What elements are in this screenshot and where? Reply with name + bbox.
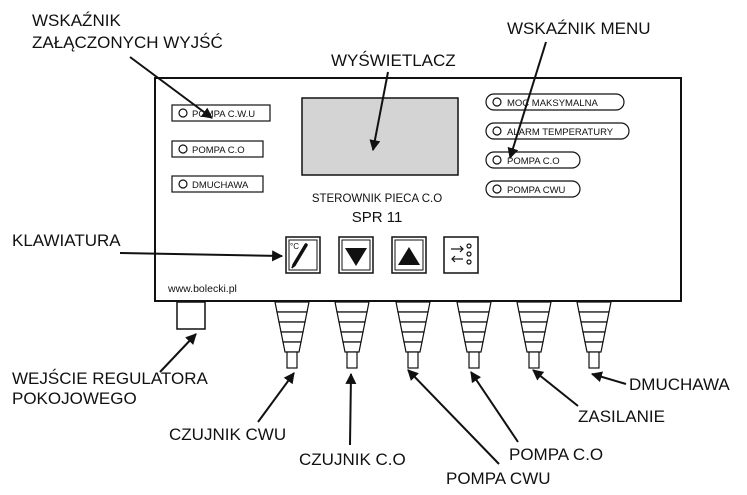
website-label: www.bolecki.pl <box>167 283 237 295</box>
arrow-outputs <box>129 56 213 119</box>
cable-gland-pump-cwu <box>395 301 431 369</box>
led-icon <box>492 155 502 165</box>
key-menu[interactable] <box>443 236 479 274</box>
led-icon <box>492 184 502 194</box>
key-down[interactable] <box>338 236 374 274</box>
cable-gland-power <box>516 301 552 369</box>
callout-menu: WSKAŹNIK MENU <box>507 19 651 38</box>
menu-indicator-label: POMPA C.O <box>507 156 560 167</box>
output-indicator-label: POMPA C.W.U <box>192 109 255 120</box>
arrow-power <box>532 369 579 407</box>
room-regulator-socket <box>176 301 206 330</box>
callout-sensor-co: CZUJNIK C.O <box>299 450 406 469</box>
callout-sensor-cwu: CZUJNIK CWU <box>169 425 286 444</box>
arrow-display <box>369 71 389 152</box>
arrow-keyboard <box>119 250 284 262</box>
output-indicator-3: DMUCHAWA <box>171 175 264 193</box>
cable-gland-blower <box>576 301 612 369</box>
menu-indicator-1: MOC MAKSYMALNA <box>485 93 625 111</box>
menu-indicator-2: ALARM TEMPERATURY <box>485 122 630 140</box>
menu-indicator-label: POMPA CWU <box>507 185 566 196</box>
arrow-blower <box>590 371 627 385</box>
menu-indicator-4: POMPA CWU <box>485 180 581 198</box>
callout-blower: DMUCHAWA <box>629 375 730 394</box>
led-icon <box>178 144 188 154</box>
arrow-pump-cwu <box>407 369 500 465</box>
arrow-down-icon <box>345 248 367 266</box>
menu-indicator-3: POMPA C.O <box>485 151 581 169</box>
device-name: STEROWNIK PIECA C.O <box>312 193 442 205</box>
led-icon <box>492 126 502 136</box>
key-up[interactable] <box>391 236 427 274</box>
led-icon <box>178 179 188 189</box>
led-icon <box>492 97 502 107</box>
output-indicator-2: POMPA C.O <box>171 140 264 158</box>
arrow-regulator <box>159 333 197 373</box>
callout-regulator-line1: WEJŚCIE REGULATORA <box>12 369 209 388</box>
arrow-pump-co <box>470 371 519 443</box>
arrow-menu <box>507 41 547 160</box>
callout-outputs-line2: ZAŁĄCZONYCH WYJŚĆ <box>32 33 223 52</box>
menu-indicator-label: MOC MAKSYMALNA <box>507 98 598 109</box>
key-temperature-edit[interactable]: °C <box>285 236 321 274</box>
temperature-edit-icon: °C <box>290 242 308 269</box>
arrow-up-icon <box>398 247 420 265</box>
callout-pump-cwu: POMPA CWU <box>446 469 551 488</box>
callout-arrows <box>119 41 627 465</box>
svg-text:°C: °C <box>290 242 299 251</box>
arrow-sensor-cwu <box>257 372 295 423</box>
callout-display: WYŚWIETLACZ <box>331 51 456 70</box>
arrow-sensor-co <box>345 372 357 446</box>
led-icon <box>178 108 188 118</box>
output-indicator-label: POMPA C.O <box>192 145 245 156</box>
callout-power: ZASILANIE <box>578 407 665 426</box>
cable-gland-sensor-co <box>334 301 370 369</box>
callout-pump-co: POMPA C.O <box>509 445 603 464</box>
callout-regulator-line2: POKOJOWEGO <box>12 389 137 408</box>
cable-gland-sensor-cwu <box>274 301 310 369</box>
menu-switch-icon <box>451 243 472 265</box>
cable-gland-pump-co <box>456 301 492 369</box>
callout-keyboard: KLAWIATURA <box>12 231 121 250</box>
output-indicator-1: POMPA C.W.U <box>171 104 271 122</box>
device-model: SPR 11 <box>352 209 403 226</box>
menu-indicator-label: ALARM TEMPERATURY <box>507 127 614 138</box>
output-indicator-label: DMUCHAWA <box>192 180 249 191</box>
callout-outputs-line1: WSKAŹNIK <box>32 11 121 30</box>
